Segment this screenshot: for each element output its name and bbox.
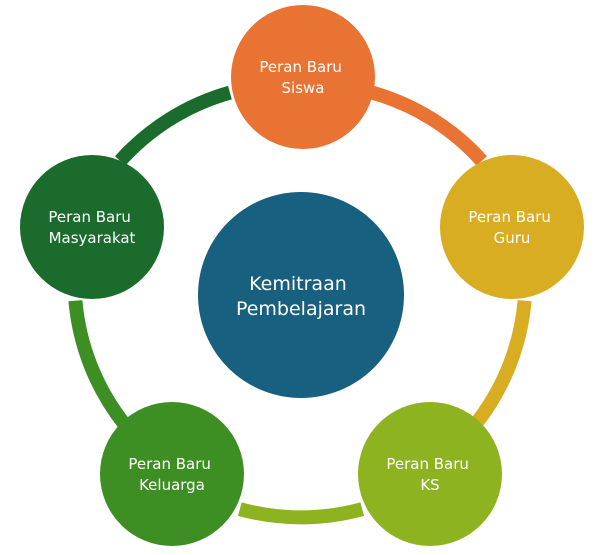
node-circle-siswa bbox=[231, 5, 375, 149]
svg-text:Peran Baru KS: Peran Baru KS bbox=[386, 455, 473, 494]
node-circle-keluarga bbox=[100, 402, 244, 546]
node-label-line2: KS bbox=[420, 476, 439, 494]
node-guru: Peran Baru Guru bbox=[440, 155, 584, 299]
node-ks: Peran Baru KS bbox=[358, 402, 502, 546]
node-circle-masyarakat bbox=[20, 155, 164, 299]
node-label-line1: Peran Baru bbox=[386, 455, 469, 473]
node-circle-guru bbox=[440, 155, 584, 299]
node-label-line2: Keluarga bbox=[139, 476, 205, 494]
node-circle-ks bbox=[358, 402, 502, 546]
node-label-line2: Siswa bbox=[282, 79, 325, 97]
arc-ks-keluarga bbox=[237, 502, 365, 525]
center-circle bbox=[198, 192, 404, 398]
svg-text:Peran Baru Guru: Peran Baru Guru bbox=[468, 208, 555, 247]
connector-arcs bbox=[68, 85, 532, 525]
arc-siswa-guru bbox=[370, 85, 488, 166]
node-siswa: Peran Baru Siswa bbox=[231, 5, 375, 149]
node-label-line1: Peran Baru bbox=[48, 208, 131, 226]
svg-text:Peran Baru Keluarga: Peran Baru Keluarga bbox=[128, 455, 215, 494]
node-label-line2: Masyarakat bbox=[49, 229, 136, 247]
svg-text:Peran Baru Siswa: Peran Baru Siswa bbox=[259, 58, 346, 97]
center-label-line1: Kemitraan bbox=[249, 273, 347, 295]
node-label-line2: Guru bbox=[494, 229, 531, 247]
node-label-line1: Peran Baru bbox=[259, 58, 342, 76]
center-label-line2: Pembelajaran bbox=[236, 298, 366, 320]
arc-keluarga-masyarakat bbox=[68, 300, 131, 429]
arc-masyarakat-siswa bbox=[114, 85, 232, 166]
arc-guru-ks bbox=[469, 300, 532, 429]
node-label-line1: Peran Baru bbox=[468, 208, 551, 226]
svg-text:Kemitraan Pembelajaran: Kemitraan Pembelajaran bbox=[236, 273, 366, 320]
center-node: Kemitraan Pembelajaran bbox=[198, 192, 404, 398]
svg-text:Peran Baru Masyarakat: Peran Baru Masyarakat bbox=[48, 208, 135, 247]
node-keluarga: Peran Baru Keluarga bbox=[100, 402, 244, 546]
node-masyarakat: Peran Baru Masyarakat bbox=[20, 155, 164, 299]
node-label-line1: Peran Baru bbox=[128, 455, 211, 473]
